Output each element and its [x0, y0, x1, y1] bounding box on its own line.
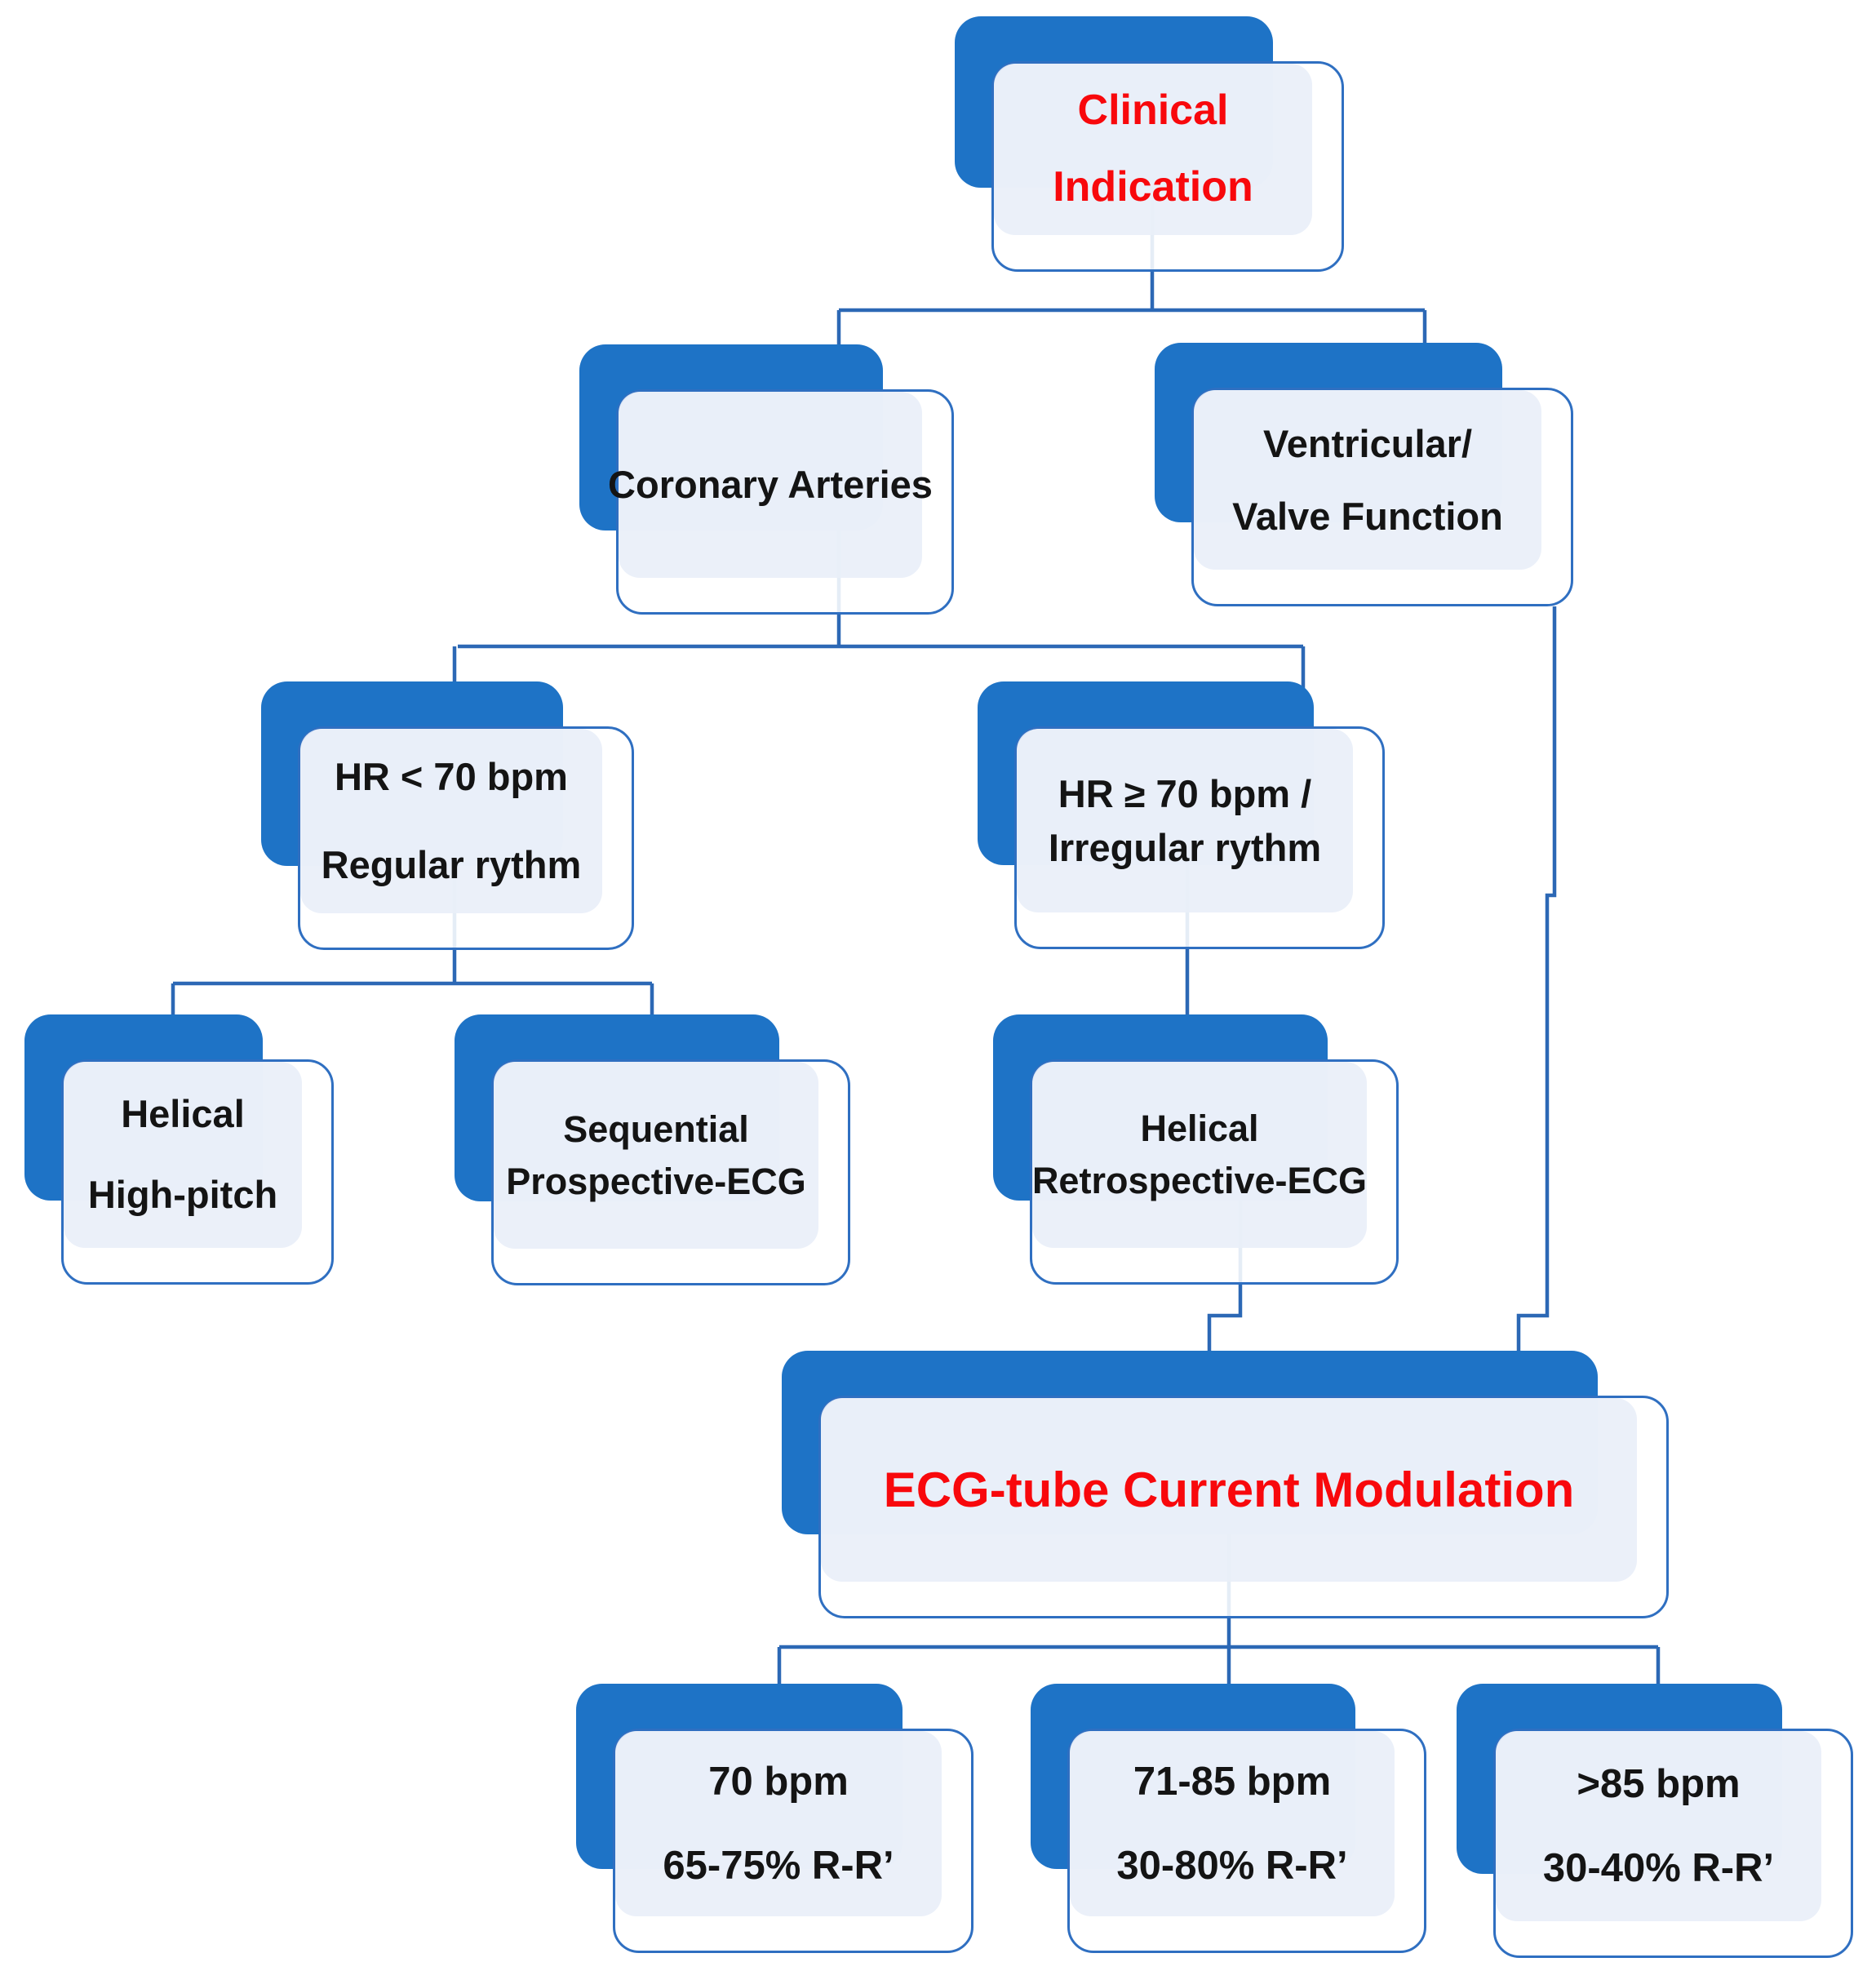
node-card: Clinical Indication [994, 64, 1312, 235]
label-line: 30-40% R-R’ [1542, 1845, 1775, 1890]
node-card: Helical High-pitch [64, 1062, 302, 1248]
label-line: HR ≥ 70 bpm / [1058, 771, 1312, 815]
edge-ventricular-to-ecg [1516, 606, 1557, 1365]
node-label: Ventricular/ Valve Function [1232, 407, 1503, 553]
label-line: Valve Function [1232, 495, 1503, 538]
label-line: ECG-tube Current Modulation [883, 1462, 1575, 1517]
label-line: Ventricular/ [1263, 421, 1472, 465]
node-label: Helical Retrospective-ECG [1032, 1103, 1367, 1207]
node-label: >85 bpm 30-40% R-R’ [1543, 1742, 1774, 1911]
node-label: 71-85 bpm 30-80% R-R’ [1116, 1740, 1347, 1908]
node-card: Helical Retrospective-ECG [1032, 1062, 1367, 1248]
label-line: High-pitch [87, 1173, 278, 1216]
label-line: Helical [121, 1092, 245, 1136]
label-line: Sequential [563, 1108, 749, 1150]
node-card: HR ≥ 70 bpm / Irregular rythm [1017, 729, 1353, 912]
label-line: 65-75% R-R’ [663, 1843, 894, 1888]
node-card: >85 bpm 30-40% R-R’ [1496, 1731, 1821, 1921]
node-label: Helical High-pitch [88, 1074, 277, 1235]
label-line: HR < 70 bpm [334, 754, 568, 798]
label-line: Clinical [1077, 87, 1229, 135]
node-card: Coronary Arteries [608, 392, 933, 578]
node-label: Coronary Arteries [608, 451, 933, 520]
node-label: ECG-tube Current Modulation [884, 1446, 1575, 1534]
node-card: HR < 70 bpm Regular rythm [300, 729, 602, 913]
label-line: Prospective-ECG [506, 1160, 806, 1202]
label-line: Retrospective-ECG [1031, 1160, 1368, 1201]
node-card: 71-85 bpm 30-80% R-R’ [1070, 1731, 1395, 1916]
node-label: 70 bpm 65-75% R-R’ [663, 1740, 894, 1908]
node-label: Clinical Indication [1053, 73, 1253, 225]
node-card: 70 bpm 65-75% R-R’ [615, 1731, 942, 1916]
label-line: Irregular rythm [1048, 825, 1322, 869]
node-card: Ventricular/ Valve Function [1194, 390, 1541, 570]
label-line: Helical [1140, 1108, 1259, 1150]
node-label: Sequential Prospective-ECG [506, 1103, 806, 1208]
node-card: ECG-tube Current Modulation [821, 1398, 1637, 1582]
label-line: Coronary Arteries [608, 462, 933, 506]
node-label: HR ≥ 70 bpm / Irregular rythm [1049, 767, 1321, 875]
node-card: Sequential Prospective-ECG [494, 1062, 818, 1249]
label-line: 30-80% R-R’ [1116, 1843, 1348, 1888]
label-line: Indication [1053, 163, 1253, 211]
label-line: >85 bpm [1577, 1761, 1741, 1806]
node-label: HR < 70 bpm Regular rythm [322, 733, 582, 909]
label-line: 70 bpm [708, 1759, 849, 1804]
label-line: Regular rythm [321, 843, 582, 886]
label-line: 71-85 bpm [1133, 1759, 1332, 1804]
